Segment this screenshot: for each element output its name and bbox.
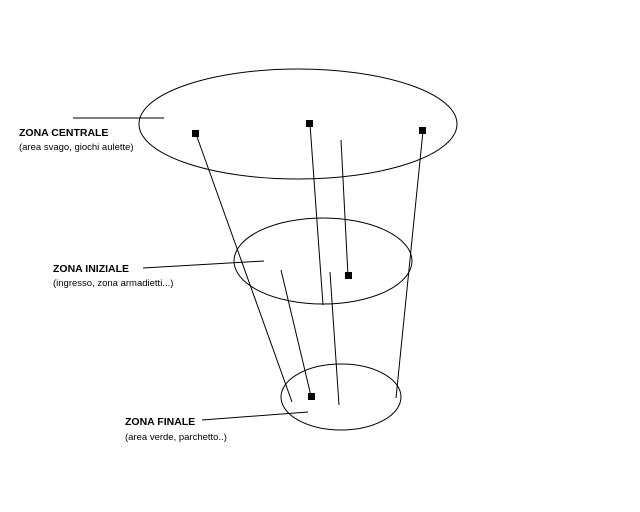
initial-zone-title: ZONA INIZIALE: [53, 263, 129, 275]
node-central-middle: [306, 120, 313, 127]
final-zone-title: ZONA FINALE: [125, 416, 195, 428]
connector-center: [309, 123, 324, 306]
leader-initial: [142, 260, 265, 269]
final-zone-ellipse: [280, 363, 402, 431]
connector-right: [395, 130, 424, 399]
connector-lower-center: [329, 271, 340, 406]
leader-final: [201, 411, 309, 421]
connector-left: [195, 133, 293, 403]
central-zone-title: ZONA CENTRALE: [19, 127, 108, 139]
central-zone-subtitle: (area svago, giochi aulette): [19, 142, 134, 153]
central-zone-ellipse: [138, 68, 458, 180]
node-final: [308, 393, 315, 400]
node-central-left: [192, 130, 199, 137]
node-central-right: [419, 127, 426, 134]
connector-inner-right: [340, 139, 349, 277]
initial-zone-subtitle: (ingresso, zona armadietti...): [53, 278, 173, 289]
final-zone-subtitle: (area verde, parchetto..): [125, 432, 227, 443]
connector-inner-left: [280, 269, 312, 397]
node-initial: [345, 272, 352, 279]
